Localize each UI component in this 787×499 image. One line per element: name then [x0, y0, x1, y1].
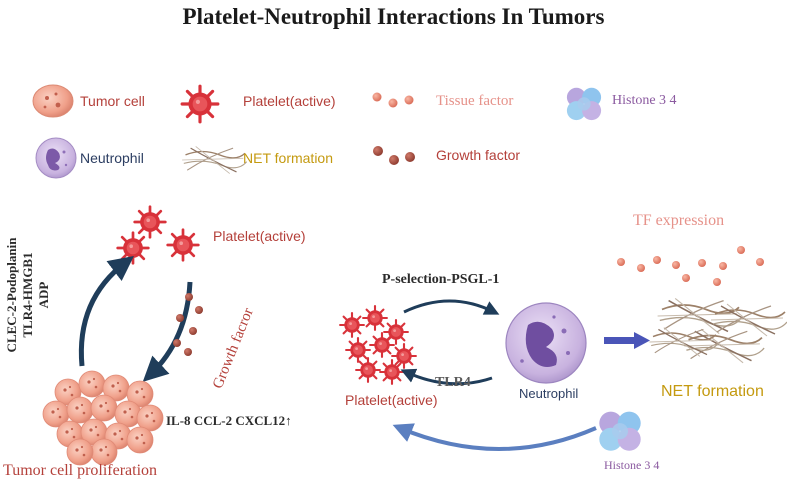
legend-neutrophil-label: Neutrophil	[80, 150, 144, 166]
neutrophil-label: Neutrophil	[519, 386, 579, 401]
legend-tissue-factor-label: Tissue factor	[436, 93, 514, 109]
histone-return-arrow	[392, 423, 597, 451]
legend-net-label: NET formation	[243, 150, 333, 166]
growth-arrow-down	[142, 281, 193, 382]
cytokines-label: IL-8 CCL-2 CXCL12↑	[166, 413, 292, 428]
legend-tumor-cell-label: Tumor cell	[80, 93, 145, 109]
signal-arrow-up	[78, 255, 134, 367]
signal-line-1: CLEC-2-Podoplanin	[4, 237, 19, 353]
activated-platelet-cluster-right	[339, 305, 417, 385]
growth-factor-particles	[173, 293, 203, 356]
p-selection-label: P-selection-PSGL-1	[382, 272, 500, 287]
signal-line-2: TLR4-HMGB1	[20, 252, 35, 338]
signaling-molecules-label: CLEC-2-Podoplanin TLR4-HMGB1 ADP	[4, 220, 52, 370]
tumor-cell-cluster	[42, 370, 164, 466]
legend-platelet-label: Platelet(active)	[243, 93, 336, 109]
tumor-cell-icon	[32, 84, 74, 118]
net-mesh	[648, 297, 787, 364]
tumor-proliferation-label: Tumor cell proliferation	[3, 462, 158, 479]
tissue-factor-particles	[617, 246, 764, 286]
legend-histone-label: Histone 3 4	[612, 93, 677, 108]
histone-icon	[566, 87, 602, 121]
histone-cluster	[599, 411, 641, 451]
neutrophil-cell	[505, 302, 587, 384]
tf-expression-label: TF expression	[633, 212, 725, 229]
page-title: Platelet-Neutrophil Interactions In Tumo…	[182, 4, 605, 29]
net-formation-label: NET formation	[661, 383, 764, 400]
legend-growth-factor-label: Growth factor	[436, 147, 521, 163]
net-release-arrow	[604, 332, 650, 349]
activated-platelet-cluster-left	[116, 205, 200, 265]
growth-factor-icon	[373, 146, 415, 165]
right-platelet-label: Platelet(active)	[345, 392, 438, 408]
histone-label: Histone 3 4	[604, 458, 660, 472]
neutrophil-icon	[35, 137, 77, 179]
tissue-factor-icon	[372, 92, 414, 108]
left-platelet-label: Platelet(active)	[213, 228, 306, 244]
tlr4-label: TLR4	[435, 375, 471, 390]
p-selection-arrow	[403, 299, 500, 315]
net-formation-icon	[181, 145, 248, 175]
platelet-icon	[180, 84, 220, 124]
tlr4-arrow	[400, 368, 493, 386]
signal-line-3: ADP	[36, 281, 51, 309]
